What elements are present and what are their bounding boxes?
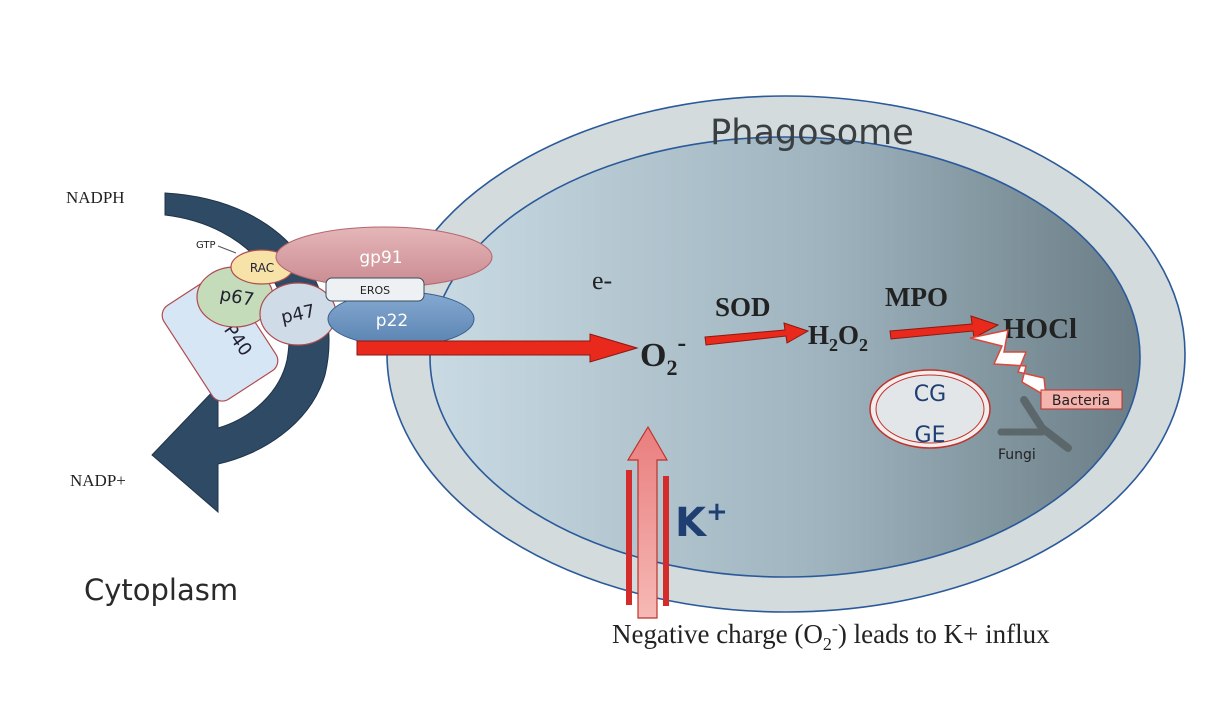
nadp-plus-label: NADP+ [70,471,126,490]
p22-label: p22 [376,311,408,331]
p47-subunit: p47 [259,282,337,346]
bacteria-box [1040,389,1123,410]
ge-label: GE [915,423,946,448]
sod-label: SOD [715,292,771,322]
cg-label: CG [914,382,946,407]
electron-transfer-arrow [356,333,639,363]
gp91-subunit: gp91 [275,226,493,288]
lightning-bolt-icon [969,329,1047,398]
k-bar-left [626,470,632,605]
eros-subunit: EROS [325,277,425,302]
phagosome-lumen [429,136,1141,578]
fungi-label: Fungi [998,447,1036,463]
bacteria-label: Bacteria [1052,393,1110,409]
caption: Negative charge (O2-) leads to K+ influx [612,618,1050,654]
gtp-label: GTP [196,240,216,251]
potassium-influx-arrow [626,425,669,619]
gp91-label: gp91 [359,248,402,268]
potassium-label: K+ [675,497,728,546]
mpo-arrow [889,315,1000,340]
mpo-label: MPO [885,282,948,312]
phagosome [386,95,1186,613]
gtp-connector [217,245,237,254]
phagosome-label: Phagosome [710,113,914,153]
electron-label: e- [592,266,612,295]
fungi-icon [997,396,1072,452]
cytoplasm-label: Cytoplasm [84,573,238,607]
eros-label: EROS [360,284,390,297]
rac-label: RAC [250,261,274,275]
hydrogen-peroxide-label: H2O2 [808,320,868,355]
sod-arrow [704,322,810,346]
p40-subunit: P40 [161,274,279,402]
superoxide-label: O2- [640,328,686,380]
granule: CG GE [869,369,991,449]
hocl-label: HOCl [1003,313,1077,345]
nadph-label: NADPH [66,188,125,207]
k-bar-right [663,476,669,606]
